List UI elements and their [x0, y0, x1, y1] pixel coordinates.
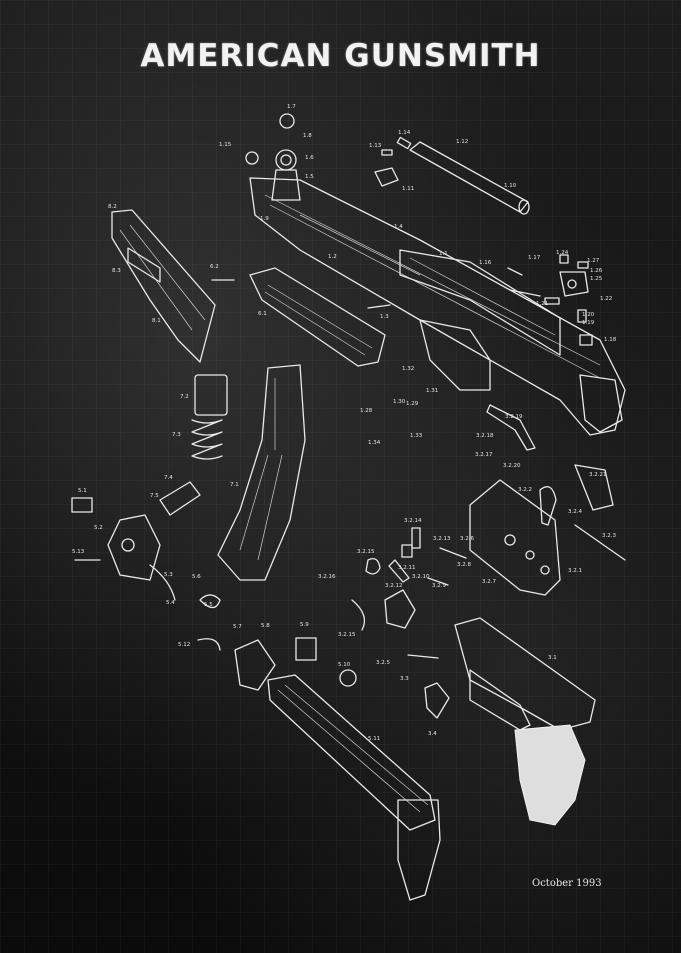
- part-label: 5.7: [233, 624, 242, 630]
- part-label: 8.2: [108, 204, 117, 210]
- trigger-mechanism-parts: [339, 527, 467, 719]
- trigger-housing: [469, 404, 626, 596]
- part-label: 5.5: [204, 602, 213, 608]
- part-label: 1.14: [398, 130, 411, 136]
- part-label: 3.2.4: [568, 509, 582, 515]
- part-label: 5.12: [178, 642, 190, 648]
- part-label: 5.13: [72, 549, 85, 555]
- part-label: 7.4: [164, 475, 173, 481]
- poster-date: October 1993: [532, 878, 602, 889]
- part-label: 3.2.7: [482, 579, 496, 585]
- part-label: 5.11: [368, 736, 380, 742]
- part-label: 1.18: [604, 337, 617, 343]
- part-label: 3.2.11: [398, 565, 416, 571]
- part-label: 1.22: [600, 296, 612, 302]
- part-label: 3.2.19: [505, 414, 523, 420]
- part-label: 1.15: [219, 142, 232, 148]
- part-label: 5.10: [338, 662, 351, 668]
- part-label: 1.31: [426, 388, 438, 394]
- part-label: 3.2.17: [475, 452, 493, 458]
- butt-plate: [111, 209, 216, 363]
- buttstock: [71, 497, 441, 901]
- part-label: 3.2.8: [457, 562, 471, 568]
- part-label: 1.2: [328, 254, 337, 260]
- part-label: 7.5: [150, 493, 159, 499]
- part-label: 7.3: [172, 432, 181, 438]
- part-label: 1.3: [380, 314, 389, 320]
- grip-frame: [454, 617, 596, 826]
- part-label: 1.7: [287, 104, 296, 110]
- part-label: 3.2.6: [460, 536, 474, 542]
- part-label: 3.2.15: [338, 632, 356, 638]
- part-label: 1.13: [369, 143, 382, 149]
- part-label: 1.9: [260, 216, 269, 222]
- part-label: 3.2.10: [412, 574, 430, 580]
- part-label: 3.2.14: [404, 518, 422, 524]
- part-label: 5.9: [300, 622, 309, 628]
- part-label: 3.2.9: [432, 583, 446, 589]
- part-label: 7.1: [230, 482, 239, 488]
- part-label: 3.2.2: [518, 487, 532, 493]
- part-label: 3.2.21: [589, 472, 607, 478]
- part-label: 1.28: [360, 408, 373, 414]
- part-label: 1.19: [582, 320, 595, 326]
- part-label: 1.11: [402, 186, 414, 192]
- part-label: 1.27: [587, 258, 600, 264]
- part-label: 7.2: [180, 394, 189, 400]
- part-label: 1.30: [393, 399, 406, 405]
- part-label: 1.20: [582, 312, 595, 318]
- part-label: 1.26: [590, 268, 603, 274]
- part-label: 1.24: [556, 250, 569, 256]
- part-label: 1.33: [410, 433, 423, 439]
- part-label: 5.8: [261, 623, 270, 629]
- part-label: 1.25: [590, 276, 603, 282]
- part-label: 3.3: [400, 676, 409, 682]
- part-label: 3.2.13: [433, 536, 451, 542]
- part-label: 1.34: [368, 440, 381, 446]
- part-label: 3.2.3: [602, 533, 616, 539]
- part-label: 3.2.15: [357, 549, 375, 555]
- part-label: 1.29: [406, 401, 419, 407]
- rear-sight-parts: [507, 254, 593, 346]
- part-label: 1.32: [402, 366, 414, 372]
- part-label: 1.6: [305, 155, 314, 161]
- handguard: [211, 267, 391, 367]
- upper-receiver: [249, 177, 626, 436]
- part-label: 1.1: [439, 251, 448, 257]
- magazine: [217, 364, 306, 581]
- part-label: 3.2.1: [568, 568, 582, 574]
- poster-title: AMERICAN GUNSMITH: [140, 38, 541, 74]
- part-label: 3.2.18: [476, 433, 494, 439]
- part-label: 1.10: [504, 183, 517, 189]
- cocking-tube: [374, 136, 530, 215]
- part-label: 6.1: [258, 311, 267, 317]
- part-label: 5.3: [164, 572, 173, 578]
- part-label: 3.2.12: [385, 583, 403, 589]
- part-label: 5.4: [166, 600, 175, 606]
- part-label: 5.1: [78, 488, 87, 494]
- part-label: 5.2: [94, 525, 103, 531]
- part-label: 1.4: [394, 224, 403, 230]
- part-label: 8.3: [112, 268, 121, 274]
- part-label: 1.17: [528, 255, 541, 261]
- part-label: 1.12: [456, 139, 468, 145]
- front-sight: [245, 113, 301, 201]
- part-label: 3.1: [548, 655, 557, 661]
- part-label: 1.16: [479, 260, 492, 266]
- part-label: 1.8: [303, 133, 312, 139]
- part-label: 3.2.16: [318, 574, 336, 580]
- part-label: 1.21: [536, 301, 548, 307]
- part-label: 1.5: [305, 174, 314, 180]
- magazine-spring: [159, 374, 228, 516]
- part-label: 3.4: [428, 731, 437, 737]
- part-label: 8.1: [152, 318, 161, 324]
- part-label: 5.6: [192, 574, 201, 580]
- part-labels: 1.7 1.8 1.15 1.6 1.5 1.9 1.14 1.13 1.12 …: [72, 104, 617, 742]
- part-label: 6.2: [210, 264, 219, 270]
- part-label: 3.2.5: [376, 660, 390, 666]
- part-label: 3.2.20: [503, 463, 521, 469]
